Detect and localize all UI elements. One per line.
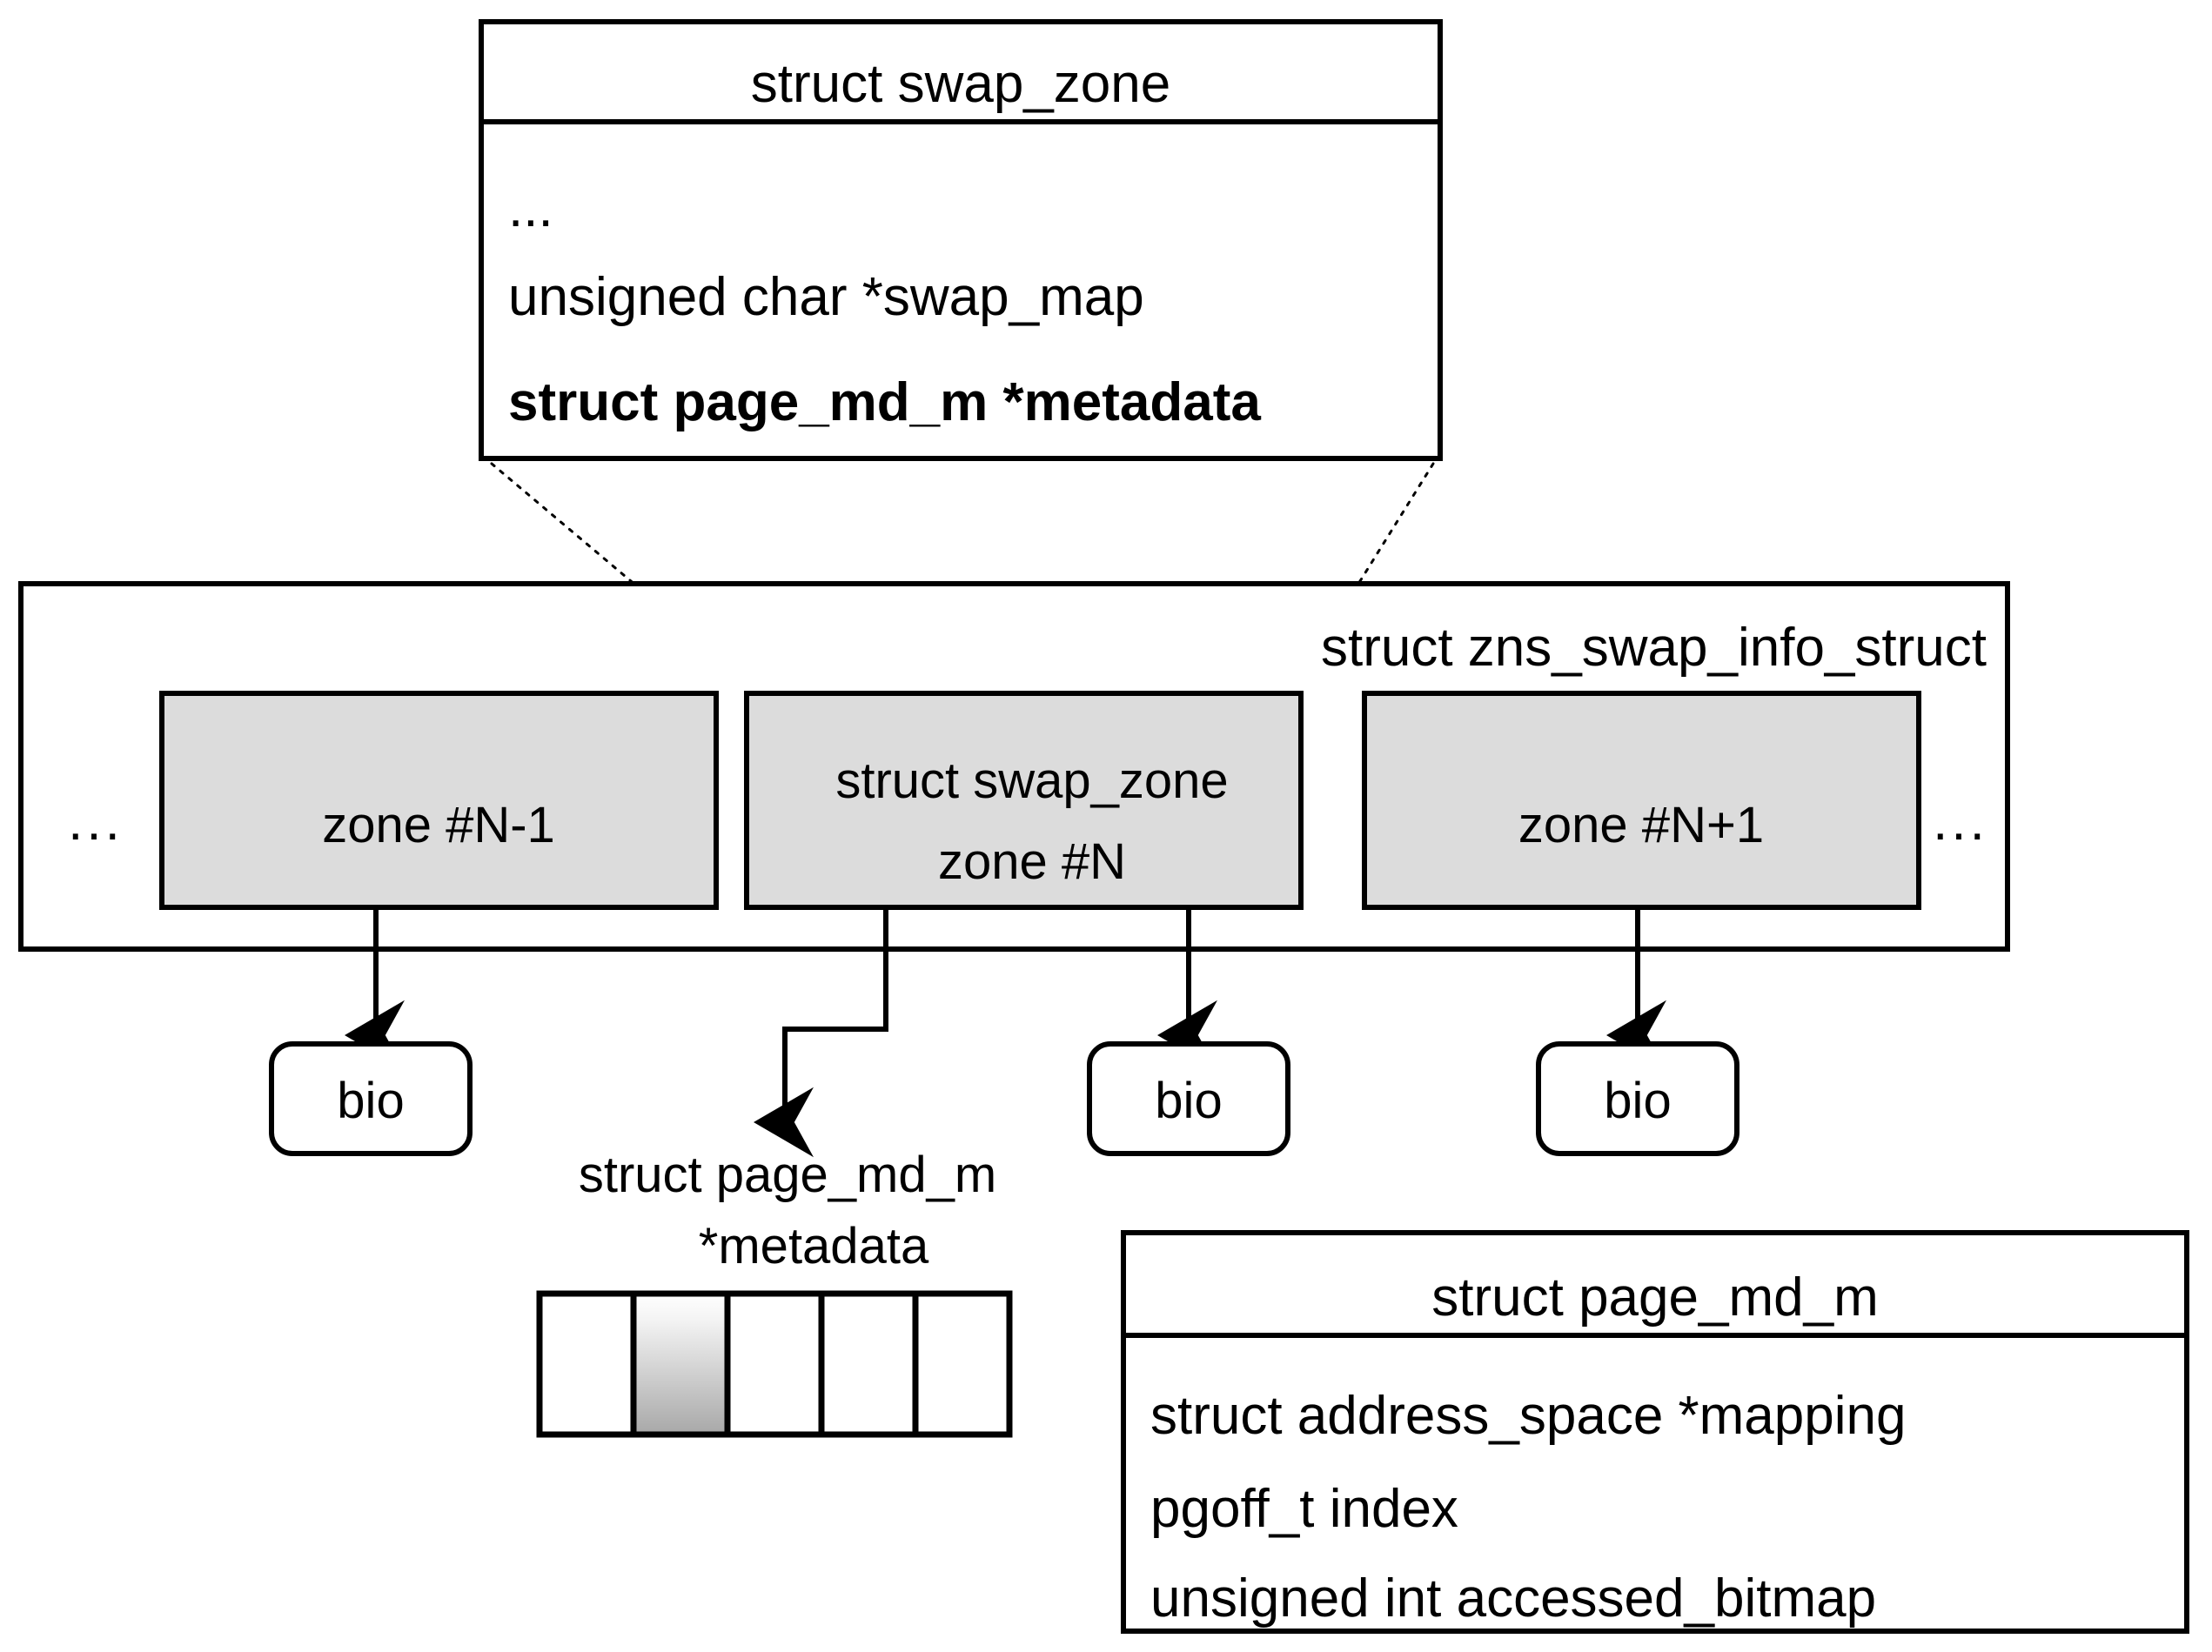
metadata-cell-1-highlighted[interactable] (630, 1290, 731, 1438)
zone-n-plus-1-rect[interactable] (1362, 691, 1921, 910)
bio-node-3[interactable]: bio (1536, 1041, 1739, 1156)
zone-n-minus-1-rect[interactable] (159, 691, 719, 910)
zone-n-plus-1-label: zone #N+1 (1518, 797, 1764, 853)
metadata-array-label-line1: struct page_md_m (579, 1147, 996, 1203)
zns-swap-info-struct-label: struct zns_swap_info_struct (1321, 618, 1987, 678)
bio-node-1-label: bio (337, 1073, 404, 1129)
page-md-m-field-2: unsigned int accessed_bitmap (1150, 1568, 1876, 1629)
page-md-m-field-0: struct address_space *mapping (1150, 1386, 1906, 1446)
zone-box-zone-n-minus-1[interactable]: zone #N-1 (159, 691, 719, 910)
metadata-cell-3[interactable] (818, 1290, 919, 1438)
page-md-m-field-1: pgoff_t index (1150, 1479, 1458, 1539)
zone-n-minus-1-label: zone #N-1 (322, 797, 555, 853)
bio-node-2-rect[interactable] (1087, 1041, 1290, 1156)
swap-zone-field-0: ... (508, 178, 553, 238)
ellipsis-left: ... (68, 792, 124, 852)
bio-node-1[interactable]: bio (269, 1041, 473, 1156)
metadata-cell-2[interactable] (724, 1290, 825, 1438)
zone-n-label-line2: zone #N (938, 833, 1126, 890)
metadata-array: struct page_md_m *metadata (536, 1147, 1013, 1438)
zone-box-zone-n[interactable]: struct swap_zone zone #N (744, 691, 1304, 910)
bio-node-3-rect[interactable] (1536, 1041, 1739, 1156)
swap-zone-field-1: unsigned char *swap_map (508, 267, 1144, 327)
bio-node-1-rect[interactable] (269, 1041, 473, 1156)
zone-n-rect[interactable] (744, 691, 1304, 910)
bio-node-3-label: bio (1604, 1073, 1671, 1129)
ellipsis-right: ... (1933, 792, 1988, 852)
arrow-zone-n-to-metadata-array (754, 907, 888, 1158)
zone-box-zone-n-plus-1[interactable]: zone #N+1 (1362, 691, 1921, 910)
metadata-cell-4[interactable] (912, 1290, 1013, 1438)
bio-node-2-label: bio (1155, 1073, 1222, 1129)
swap-zone-struct-box: struct swap_zone ... unsigned char *swap… (479, 19, 1443, 461)
swap-zone-field-2: struct page_md_m *metadata (508, 372, 1261, 432)
swap-zone-struct-outline (479, 19, 1443, 461)
zns-swap-info-struct-container: struct zns_swap_info_struct ... ... zone… (18, 581, 2010, 952)
swap-zone-struct-title: struct swap_zone (751, 54, 1170, 114)
metadata-array-label-line2: *metadata (699, 1218, 929, 1274)
page-md-m-struct-title: struct page_md_m (1431, 1267, 1878, 1328)
page-md-m-struct-box: struct page_md_m struct address_space *m… (1121, 1230, 2189, 1634)
zone-n-label-line1: struct swap_zone (835, 752, 1228, 809)
page-md-m-struct-outline (1121, 1230, 2189, 1634)
metadata-cell-0[interactable] (536, 1290, 637, 1438)
bio-node-2[interactable]: bio (1087, 1041, 1290, 1156)
